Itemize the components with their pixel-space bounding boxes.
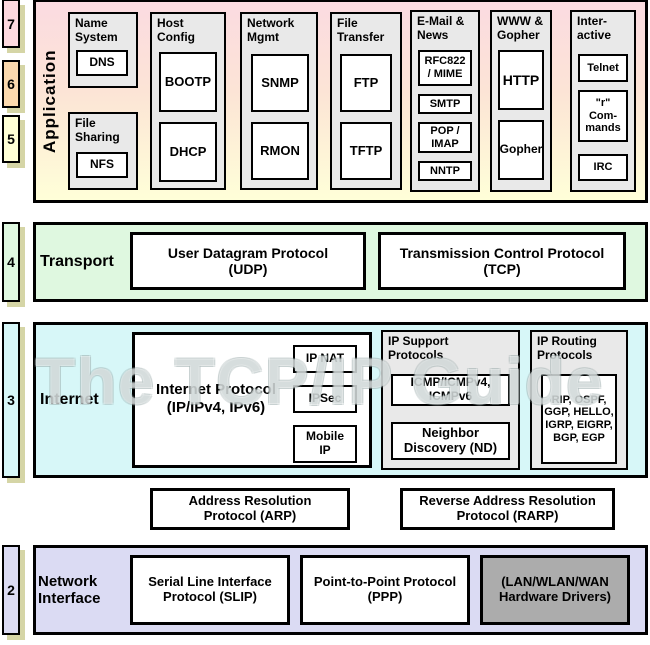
protocol-snmp: SNMP xyxy=(251,54,309,112)
protocol-rmon: RMON xyxy=(251,122,309,180)
protocol-tftp: TFTP xyxy=(340,122,392,180)
protocol-ip-label: Internet Protocol (IP/IPv4, IPv6) xyxy=(155,381,276,416)
protocol-bootp: BOOTP xyxy=(159,52,217,112)
group-ip-support-protocols: IP Support Protocols ICMP/ICMPv4, ICMPv6… xyxy=(381,330,520,470)
protocol-slip: Serial Line Interface Protocol (SLIP) xyxy=(130,555,290,625)
group-title: IP Routing Protocols xyxy=(537,334,597,362)
protocol-nfs: NFS xyxy=(76,152,128,178)
group-title: WWW & Gopher xyxy=(497,14,543,42)
protocol-dns: DNS xyxy=(76,50,128,76)
protocol-smtp: SMTP xyxy=(418,94,472,114)
protocol-http: HTTP xyxy=(498,50,544,110)
group-file-transfer: File Transfer FTP TFTP xyxy=(330,12,402,190)
protocol-routing-list: RIP, OSPF, GGP, HELLO, IGRP, EIGRP, BGP,… xyxy=(541,374,617,464)
hardware-drivers-box: (LAN/WLAN/WAN Hardware Drivers) xyxy=(480,555,630,625)
protocol-telnet: Telnet xyxy=(578,54,628,82)
application-layer-label: Application xyxy=(40,49,59,154)
group-title: IP Support Protocols xyxy=(388,334,449,362)
layer-6-badge: 6 xyxy=(2,60,20,108)
group-title: Network Mgmt xyxy=(247,16,295,44)
protocol-ftp: FTP xyxy=(340,54,392,112)
group-title: File Sharing xyxy=(75,116,120,144)
protocol-gopher: Gopher xyxy=(498,120,544,180)
group-ip-routing-protocols: IP Routing Protocols RIP, OSPF, GGP, HEL… xyxy=(530,330,628,470)
protocol-pop-imap: POP / IMAP xyxy=(418,122,472,153)
internet-layer-label: Internet xyxy=(40,390,99,408)
protocol-dhcp: DHCP xyxy=(159,122,217,182)
protocol-neighbor-discovery: Neighbor Discovery (ND) xyxy=(391,422,510,460)
group-name-system: Name System DNS xyxy=(68,12,138,88)
protocol-arp: Address Resolution Protocol (ARP) xyxy=(150,488,350,530)
group-interactive: Inter- active Telnet "r" Com- mands IRC xyxy=(570,10,636,192)
layer-3-badge: 3 xyxy=(2,322,20,478)
protocol-ip-nat: IP NAT xyxy=(293,345,357,373)
group-title: Name System xyxy=(75,16,118,44)
protocol-mobile-ip: Mobile IP xyxy=(293,425,357,463)
protocol-udp: User Datagram Protocol (UDP) xyxy=(130,232,366,290)
layer-2-badge: 2 xyxy=(2,545,20,635)
protocol-ip: Internet Protocol (IP/IPv4, IPv6) IP NAT… xyxy=(132,332,372,468)
group-network-mgmt: Network Mgmt SNMP RMON xyxy=(240,12,318,190)
protocol-icmp: ICMP/ICMPv4, ICMPv6 xyxy=(391,374,510,406)
protocol-ppp: Point-to-Point Protocol (PPP) xyxy=(300,555,470,625)
group-file-sharing: File Sharing NFS xyxy=(68,112,138,190)
protocol-rarp: Reverse Address Resolution Protocol (RAR… xyxy=(400,488,615,530)
group-title: Inter- active xyxy=(577,14,612,42)
layer-5-badge: 5 xyxy=(2,115,20,163)
group-host-config: Host Config BOOTP DHCP xyxy=(150,12,226,190)
transport-layer-label: Transport xyxy=(40,252,114,270)
protocol-tcp: Transmission Control Protocol (TCP) xyxy=(378,232,626,290)
layer-7-badge: 7 xyxy=(2,0,20,48)
network-interface-layer-label: Network Interface xyxy=(38,572,101,607)
protocol-ipsec: IPSec xyxy=(293,385,357,413)
group-email-news: E-Mail & News RFC822 / MIME SMTP POP / I… xyxy=(410,10,480,192)
protocol-r-commands: "r" Com- mands xyxy=(578,90,628,142)
protocol-nntp: NNTP xyxy=(418,161,472,181)
protocol-irc: IRC xyxy=(578,154,628,181)
group-www-gopher: WWW & Gopher HTTP Gopher xyxy=(490,10,552,192)
group-title: Host Config xyxy=(157,16,195,44)
group-title: File Transfer xyxy=(337,16,385,44)
group-title: E-Mail & News xyxy=(417,14,465,42)
layer-4-badge: 4 xyxy=(2,222,20,302)
protocol-rfc822-mime: RFC822 / MIME xyxy=(418,50,472,86)
